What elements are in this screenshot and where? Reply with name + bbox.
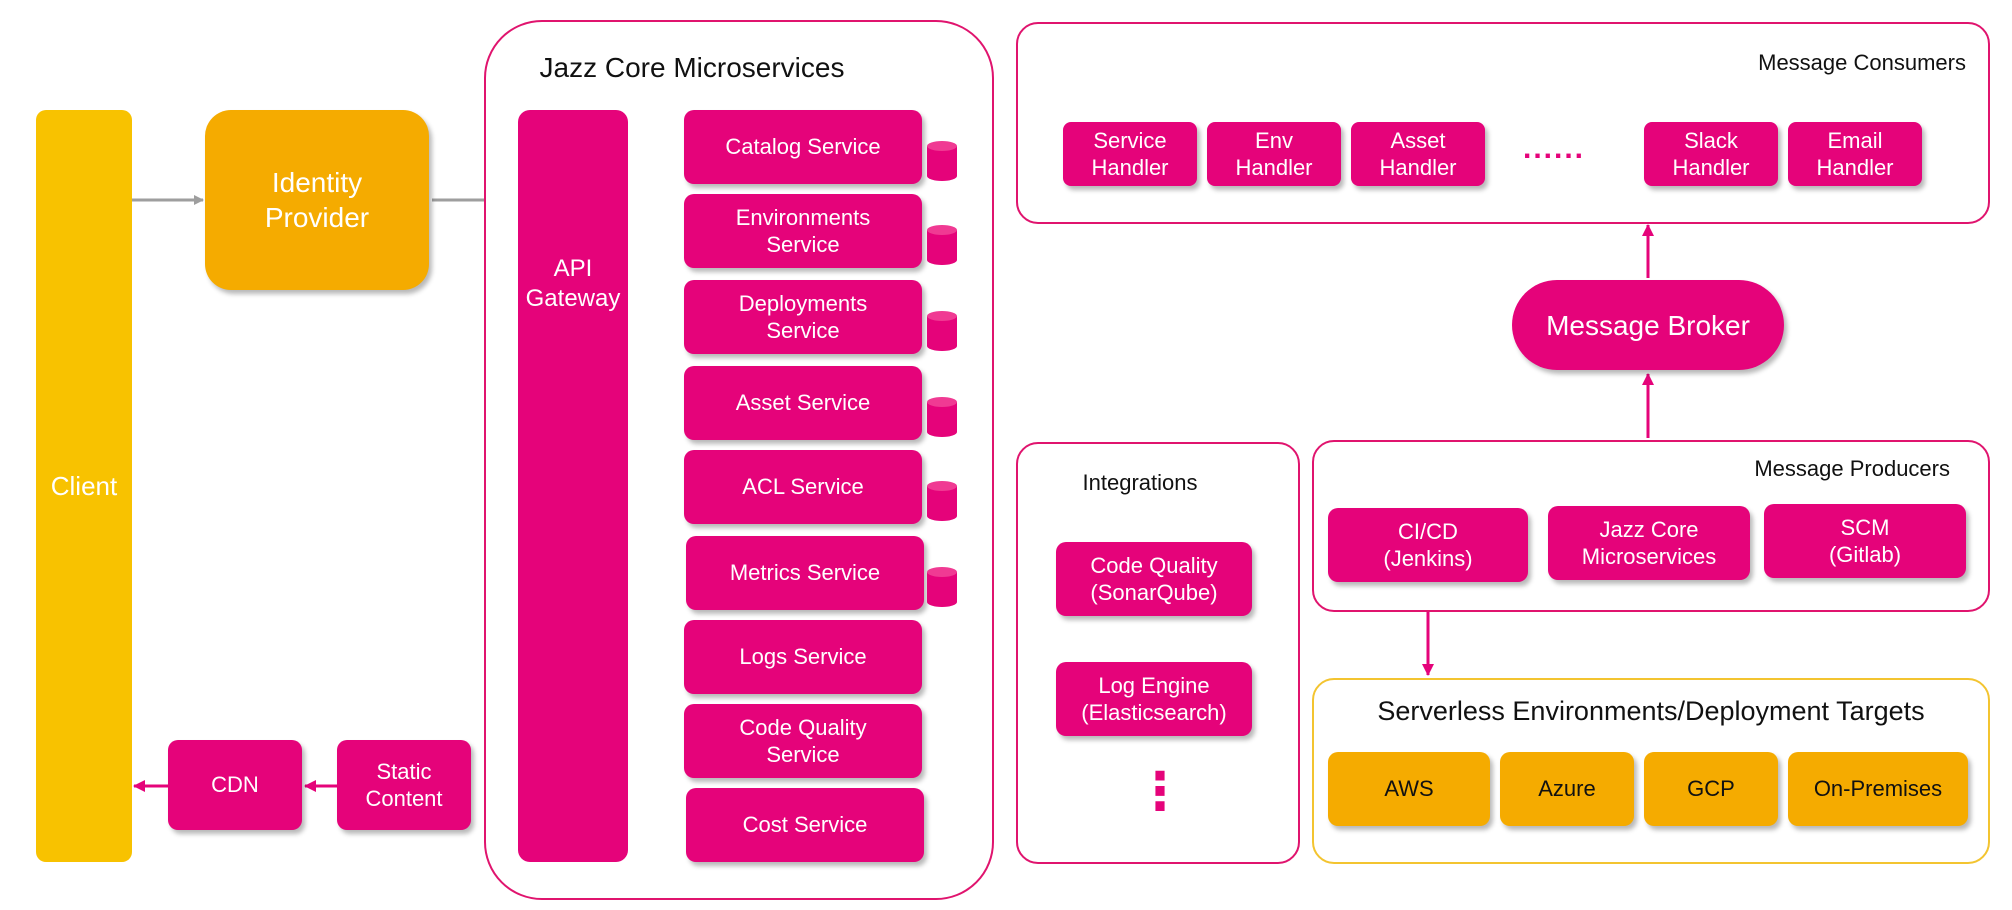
acl-service-box[interactable]: ACL Service bbox=[684, 450, 922, 524]
aws-target-label: AWS bbox=[1384, 776, 1434, 802]
identity-provider-box[interactable]: Identity Provider bbox=[205, 110, 429, 290]
asset-handler-box[interactable]: Asset Handler bbox=[1351, 122, 1485, 186]
log-engine-integration-box[interactable]: Log Engine (Elasticsearch) bbox=[1056, 662, 1252, 736]
identity-provider-label: Identity Provider bbox=[264, 167, 370, 233]
gcp-target-box[interactable]: GCP bbox=[1644, 752, 1778, 826]
azure-target-box[interactable]: Azure bbox=[1500, 752, 1634, 826]
environments-service-label: Environments Service bbox=[735, 204, 871, 258]
cost-service-label: Cost Service bbox=[742, 812, 868, 838]
deployments-database-icon bbox=[927, 311, 957, 351]
gcp-target-label: GCP bbox=[1687, 776, 1735, 802]
service-handler-label: Service Handler bbox=[1091, 127, 1169, 181]
cdn-box[interactable]: CDN bbox=[168, 740, 302, 830]
client-label: Client bbox=[50, 470, 118, 501]
deployment-targets-title: Serverless Environments/Deployment Targe… bbox=[1377, 696, 1925, 726]
acl-service-label: ACL Service bbox=[742, 474, 864, 500]
logs-service-box[interactable]: Logs Service bbox=[684, 620, 922, 694]
client-box[interactable]: Client bbox=[36, 110, 132, 862]
slack-handler-label: Slack Handler bbox=[1672, 127, 1750, 181]
asset-handler-label: Asset Handler bbox=[1379, 127, 1457, 181]
integrations-title: Integrations bbox=[1082, 470, 1198, 495]
catalog-service-box[interactable]: Catalog Service bbox=[684, 110, 922, 184]
catalog-service-label: Catalog Service bbox=[725, 134, 881, 160]
integrations-ellipsis: ⋮ bbox=[1134, 763, 1186, 821]
env-handler-label: Env Handler bbox=[1235, 127, 1313, 181]
on-premises-target-box[interactable]: On-Premises bbox=[1788, 752, 1968, 826]
cicd-producer-label: CI/CD (Jenkins) bbox=[1383, 518, 1473, 572]
acl-database-icon bbox=[927, 481, 957, 521]
jazz-core-producer-box[interactable]: Jazz Core Microservices bbox=[1548, 506, 1750, 580]
code-quality-service-box[interactable]: Code Quality Service bbox=[684, 704, 922, 778]
jazz-core-producer-label: Jazz Core Microservices bbox=[1581, 516, 1717, 570]
message-consumers-title: Message Consumers bbox=[1758, 50, 1966, 75]
core-microservices-title: Jazz Core Microservices bbox=[539, 52, 845, 83]
asset-service-box[interactable]: Asset Service bbox=[684, 366, 922, 440]
aws-target-box[interactable]: AWS bbox=[1328, 752, 1490, 826]
scm-producer-label: SCM (Gitlab) bbox=[1828, 514, 1902, 568]
cost-service-box[interactable]: Cost Service bbox=[686, 788, 924, 862]
on-premises-target-label: On-Premises bbox=[1813, 776, 1943, 802]
email-handler-label: Email Handler bbox=[1816, 127, 1894, 181]
asset-service-label: Asset Service bbox=[735, 390, 871, 416]
log-engine-integration-label: Log Engine (Elasticsearch) bbox=[1081, 672, 1227, 726]
code-quality-integration-box[interactable]: Code Quality (SonarQube) bbox=[1056, 542, 1252, 616]
logs-service-label: Logs Service bbox=[739, 644, 867, 670]
message-broker-box[interactable]: Message Broker bbox=[1512, 280, 1784, 370]
integrations-container bbox=[1016, 442, 1300, 864]
message-producers-title: Message Producers bbox=[1754, 456, 1950, 481]
deployments-service-label: Deployments Service bbox=[738, 290, 868, 344]
api-gateway-label: API Gateway bbox=[525, 255, 621, 312]
api-gateway-box[interactable]: API Gateway bbox=[518, 110, 628, 862]
code-quality-integration-label: Code Quality (SonarQube) bbox=[1090, 552, 1218, 606]
metrics-service-label: Metrics Service bbox=[729, 560, 881, 586]
cicd-producer-box[interactable]: CI/CD (Jenkins) bbox=[1328, 508, 1528, 582]
consumers-ellipsis: ...... bbox=[1522, 132, 1585, 165]
scm-producer-box[interactable]: SCM (Gitlab) bbox=[1764, 504, 1966, 578]
environments-service-box[interactable]: Environments Service bbox=[684, 194, 922, 268]
catalog-database-icon bbox=[927, 141, 957, 181]
email-handler-box[interactable]: Email Handler bbox=[1788, 122, 1922, 186]
deployments-service-box[interactable]: Deployments Service bbox=[684, 280, 922, 354]
environments-database-icon bbox=[927, 225, 957, 265]
asset-database-icon bbox=[927, 397, 957, 437]
message-broker-label: Message Broker bbox=[1546, 309, 1750, 341]
slack-handler-box[interactable]: Slack Handler bbox=[1644, 122, 1778, 186]
static-content-box[interactable]: Static Content bbox=[337, 740, 471, 830]
static-content-label: Static Content bbox=[365, 758, 443, 812]
code-quality-service-label: Code Quality Service bbox=[739, 714, 867, 768]
env-handler-box[interactable]: Env Handler bbox=[1207, 122, 1341, 186]
cdn-label: CDN bbox=[211, 772, 259, 798]
azure-target-label: Azure bbox=[1538, 776, 1596, 802]
metrics-database-icon bbox=[927, 567, 957, 607]
metrics-service-box[interactable]: Metrics Service bbox=[686, 536, 924, 610]
service-handler-box[interactable]: Service Handler bbox=[1063, 122, 1197, 186]
